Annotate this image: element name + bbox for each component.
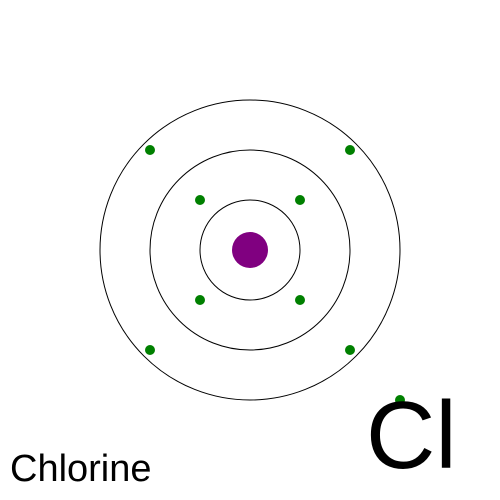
valence-electron-marker [395, 395, 405, 405]
electron-shell-2-top-left [195, 195, 205, 205]
electron-shell-3-top-left [145, 145, 155, 155]
shell-2 [149, 149, 351, 351]
electron-shell-2-bottom-left [195, 295, 205, 305]
electron-shell-3-top-right [345, 145, 355, 155]
shell-3 [99, 99, 401, 401]
element-name: Chlorine [10, 448, 152, 490]
electron-shell-2-bottom-right [295, 295, 305, 305]
element-symbol: Cl [366, 382, 457, 489]
electron-shell-3-bottom-left [145, 345, 155, 355]
electron-shell-2-top-right [295, 195, 305, 205]
electron-shell-3-bottom-right [345, 345, 355, 355]
electron-group [145, 145, 355, 355]
shell-group [99, 99, 401, 401]
shell-1 [199, 199, 301, 301]
nucleus [232, 232, 268, 268]
